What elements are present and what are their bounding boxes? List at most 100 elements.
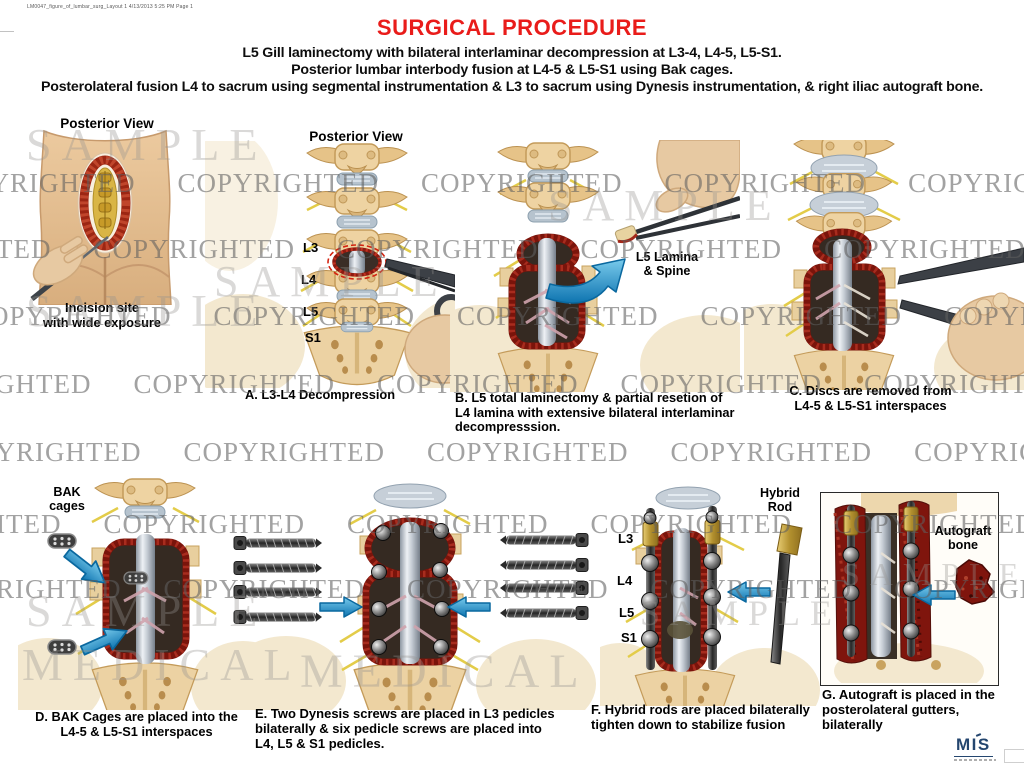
- screw-head: [902, 542, 920, 560]
- callout-line: BAK: [53, 485, 81, 499]
- screw-head: [705, 510, 719, 524]
- loose-screw: [499, 533, 589, 547]
- hybrid-rod-gold-section: [776, 523, 803, 556]
- level-label-l3: L3: [618, 531, 634, 546]
- caption-incision: Incision site with wide exposure: [27, 300, 177, 330]
- screw-head: [643, 511, 657, 525]
- caption-line: A. L3-L4 Decompression: [244, 387, 396, 402]
- caption-panel-b: B. L5 total laminectomy & partial reseti…: [455, 390, 755, 435]
- callout-line: Hybrid: [760, 486, 800, 500]
- panel-a-view-label: Posterior View: [309, 129, 403, 144]
- level-label-l5: L5: [619, 605, 635, 620]
- procedure-description-line-2: Posterior lumbar interbody fusion at L4-…: [291, 62, 733, 78]
- watermark-copyrighted-text: COPYRIGHTED: [427, 437, 629, 467]
- dynesis-spacer-left: [642, 521, 659, 547]
- dural-sac: [136, 534, 155, 664]
- callout-line: L5 Lamina: [635, 250, 699, 264]
- loose-screw: [499, 581, 589, 595]
- caption-line: bilaterally: [822, 717, 883, 732]
- screw-head: [703, 552, 721, 570]
- assistant-hand: [404, 314, 455, 384]
- mis-logo-subtext: [954, 758, 996, 761]
- caption-line: L4, L5 & S1 pedicles.: [255, 736, 385, 751]
- insertion-arrow-left: [319, 596, 363, 618]
- callout-autograft-bone: Autograft bone: [920, 524, 1006, 552]
- callout-line: Autograft: [934, 524, 992, 538]
- caption-line: G. Autograft is placed in the: [822, 687, 995, 702]
- screw-head: [641, 554, 659, 572]
- incision-view-label: Posterior View: [60, 116, 154, 131]
- caption-line: tighten down to stabilize fusion: [591, 717, 786, 732]
- removed-lamina-fragment: [614, 225, 638, 244]
- caption-panel-a: A. L3-L4 Decompression: [220, 387, 420, 403]
- procedure-description-line-1: L5 Gill laminectomy with bilateral inter…: [242, 45, 782, 61]
- dural-sac: [871, 515, 891, 657]
- crop-mark: [0, 31, 14, 32]
- screw-head: [842, 546, 860, 564]
- panel-g-illustration: [833, 493, 995, 699]
- pedicle-screw-head: [371, 639, 387, 655]
- watermark-row: COPYRIGHTED COPYRIGHTED COPYRIGHTED COPYRIG…: [0, 437, 1024, 468]
- caption-line: posterolateral gutters,: [822, 702, 960, 717]
- watermark-copyrighted-text: COPYRIGHTED: [0, 437, 142, 467]
- mis-logo-text: MIS: [954, 733, 993, 757]
- watermark-copyrighted-text: COPYRIGHTED: [183, 437, 386, 467]
- bak-cage-lower: [47, 639, 77, 655]
- screw-head: [641, 592, 659, 610]
- screw-head: [842, 624, 860, 642]
- screw-head: [902, 580, 920, 598]
- mis-logo: MIS: [954, 733, 1000, 761]
- disc-instrument-upper: [897, 247, 1024, 285]
- screw-head: [641, 630, 659, 648]
- dural-sac: [673, 528, 690, 672]
- left-rod: [646, 508, 655, 670]
- dynesis-spacer-right: [704, 519, 721, 545]
- caption-line: C. Discs are removed from: [789, 383, 952, 398]
- loose-screw: [233, 561, 323, 575]
- caption-line: with wide exposure: [42, 314, 162, 330]
- dural-sac: [400, 522, 420, 664]
- caption-line: L4 lamina with extensive bilateral inter…: [455, 404, 735, 420]
- panel-c-illustration: [744, 140, 1024, 390]
- mis-logo-letters: MIS: [956, 735, 991, 754]
- watermark-copyrighted-text: COPYRIGHTED: [670, 437, 873, 467]
- procedure-description-line-3: Posterolateral fusion L4 to sacrum using…: [40, 79, 984, 95]
- panel-b-illustration: [450, 140, 740, 392]
- level-label-l3: L3: [303, 240, 319, 255]
- pedicle-screw-head: [371, 601, 387, 617]
- pedicle-screw-head: [433, 639, 449, 655]
- surgeon-hand: [32, 235, 89, 286]
- caption-panel-e: E. Two Dynesis screws are placed in L3 p…: [255, 706, 565, 751]
- placement-arrow: [727, 581, 771, 603]
- disc: [373, 483, 447, 509]
- pedicle-screw-head: [371, 564, 387, 580]
- hybrid-rod-shaft: [770, 552, 791, 665]
- disc: [655, 486, 721, 510]
- caption-line: bilaterally & six pedicle screws are pla…: [255, 721, 542, 736]
- caption-panel-g: G. Autograft is placed in the posterolat…: [822, 687, 1017, 732]
- screw-head: [703, 588, 721, 606]
- removal-arrow: [545, 258, 626, 304]
- level-label-l4: L4: [617, 573, 633, 588]
- kerrison-instrument: [384, 258, 455, 288]
- loose-screw: [499, 606, 589, 620]
- bak-cage-upper: [47, 533, 77, 549]
- callout-line: cages: [49, 499, 85, 513]
- level-label-s1: S1: [305, 330, 321, 345]
- left-rod: [847, 505, 855, 657]
- pedicle-screw-head: [375, 525, 391, 541]
- screw-head: [902, 622, 920, 640]
- caption-panel-d: D. BAK Cages are placed into the L4-5 & …: [20, 709, 253, 739]
- caption-line: D. BAK Cages are placed into the: [35, 709, 238, 724]
- panel-f-illustration: [600, 486, 820, 706]
- autograft-chunk: [955, 559, 995, 605]
- caption-panel-f: F. Hybrid rods are placed bilaterally ti…: [591, 702, 841, 732]
- forceps: [635, 195, 740, 235]
- loose-screw: [233, 536, 323, 550]
- loose-screw: [233, 610, 323, 624]
- caption-line: L4-5 & L5-S1 interspaces: [60, 723, 213, 739]
- right-rod: [907, 501, 915, 657]
- level-label-l5: L5: [303, 304, 319, 319]
- caption-line: F. Hybrid rods are placed bilaterally: [591, 702, 810, 717]
